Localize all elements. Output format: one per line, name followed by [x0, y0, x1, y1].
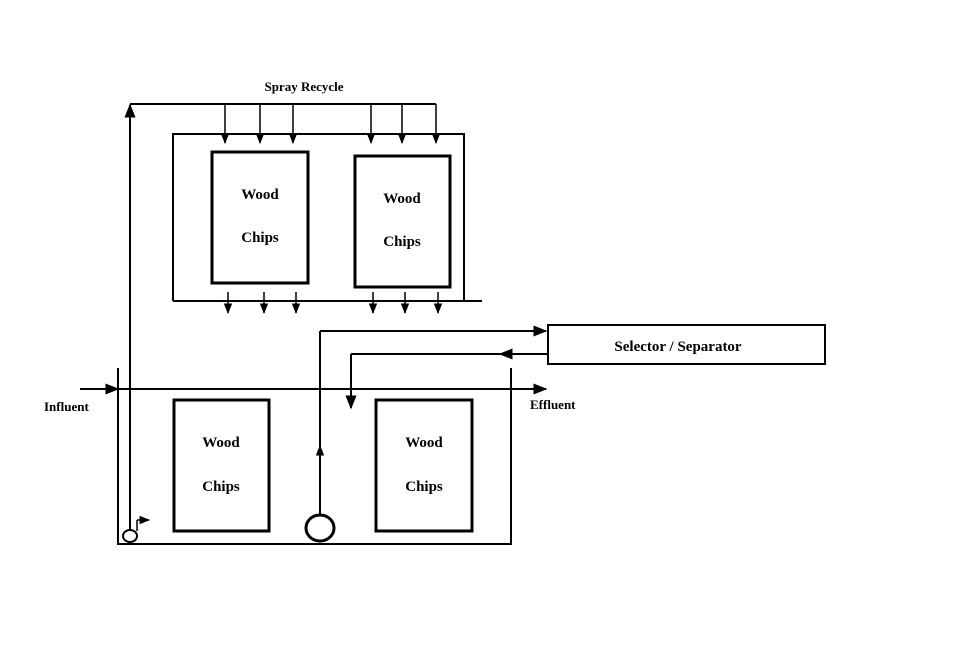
- selector-label: Selector / Separator: [614, 339, 742, 355]
- drain-arrows: [223, 292, 443, 315]
- spray-recycle-pipe: [124, 103, 436, 530]
- selector-return-line: [345, 348, 548, 410]
- box-label-line1: Wood: [241, 187, 279, 203]
- lower-left-wood-chips-box: Wood Chips: [172, 398, 271, 533]
- recycle-pump-small: [122, 515, 151, 543]
- box-label-line2: Chips: [383, 234, 421, 250]
- box-label-line2: Chips: [405, 479, 443, 495]
- lower-tank: [117, 368, 512, 545]
- pump-to-selector-line: [315, 325, 548, 514]
- box-label-line1: Wood: [202, 435, 240, 451]
- influent-label: Influent: [44, 399, 89, 414]
- box-label-line2: Chips: [241, 230, 279, 246]
- upper-left-wood-chips-box: Wood Chips: [210, 150, 310, 285]
- upper-right-wood-chips-box: Wood Chips: [353, 154, 452, 289]
- upper-unit-enclosure: [172, 133, 482, 302]
- box-label-line1: Wood: [405, 435, 443, 451]
- spray-arrows: [220, 104, 441, 145]
- box-label-line2: Chips: [202, 479, 240, 495]
- box-label-line1: Wood: [383, 191, 421, 207]
- effluent-label: Effluent: [530, 397, 576, 412]
- spray-recycle-label: Spray Recycle: [264, 79, 343, 94]
- lower-right-wood-chips-box: Wood Chips: [374, 398, 474, 533]
- selector-separator-box: Selector / Separator: [547, 324, 826, 365]
- transfer-pump: [304, 513, 336, 543]
